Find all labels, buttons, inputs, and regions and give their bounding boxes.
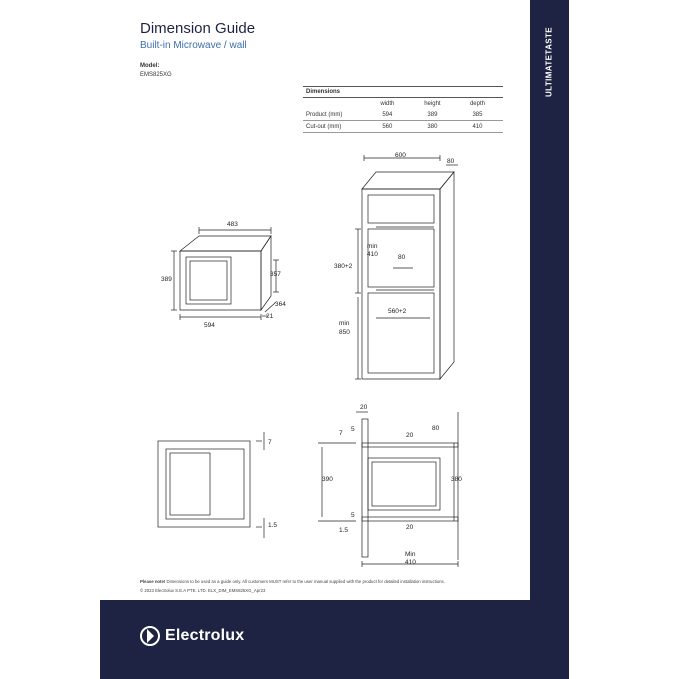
cell-height: 389 (427, 111, 438, 118)
dimensions-heading: Dimensions (303, 86, 503, 98)
cell-width: 594 (382, 111, 393, 118)
page (100, 0, 569, 679)
footer-band (100, 600, 569, 679)
dim-label: 364 (275, 301, 286, 308)
dim-label: 594 (204, 322, 215, 329)
dim-label: 560+2 (388, 308, 407, 315)
dim-label: 80 (398, 254, 406, 261)
dim-label: min (339, 320, 350, 327)
dim-label: 21 (266, 313, 274, 320)
table-row: Cut-out (mm) 560 380 410 (303, 121, 503, 133)
dim-label: 80 (432, 425, 440, 432)
dim-label: 20 (360, 404, 368, 411)
dim-label: 600 (395, 152, 406, 159)
electrolux-logo-icon (140, 626, 160, 646)
dim-label: 390 (322, 476, 333, 483)
cabinet-drawing (355, 155, 458, 380)
dim-label: 7 (268, 439, 272, 446)
dimensions-table: Dimensions width height depth Product (m… (303, 86, 503, 133)
table-col-width: width (380, 100, 395, 107)
dim-label: 410 (367, 251, 378, 258)
table-row: Product (mm) 594 389 385 (303, 109, 503, 121)
dim-label: 483 (227, 221, 238, 228)
disclaimer-note: Please note! Dimensions to be used as a … (140, 579, 445, 584)
dim-label: 5 (351, 512, 355, 519)
table-col-height: height (424, 100, 441, 107)
cell-depth: 410 (472, 123, 483, 130)
dim-label: 5 (351, 426, 355, 433)
brand-name: Electrolux (165, 627, 245, 644)
model-label: Model: (140, 63, 160, 69)
dim-label: 20 (406, 524, 414, 531)
electrolux-logo: Electrolux (140, 625, 244, 647)
dim-label: 389 (161, 276, 172, 283)
brand-sidebar (530, 0, 569, 600)
front-flat-drawing (157, 432, 265, 538)
table-header-row: width height depth (303, 98, 503, 109)
dim-label: 850 (339, 329, 350, 336)
dim-label: 1.5 (339, 527, 349, 534)
cell-width: 560 (382, 123, 393, 130)
note-text: Dimensions to be used as a guide only. A… (166, 579, 445, 584)
dim-label: 380+2 (334, 263, 353, 270)
cell-depth: 385 (472, 111, 483, 118)
dim-label: 80 (447, 158, 455, 165)
row-label: Product (mm) (306, 111, 343, 118)
dim-label: min (367, 243, 378, 250)
row-label: Cut-out (mm) (306, 123, 342, 130)
dim-label: 20 (406, 432, 414, 439)
copyright-text: © 2023 Electrolux S.E.A PTE. LTD. ELX_DI… (140, 588, 266, 593)
dim-label: Min (405, 551, 416, 558)
dim-label: 380 (451, 476, 462, 483)
page-subtitle: Built-in Microwave / wall (140, 40, 247, 51)
model-value: EMS825XG (140, 72, 172, 78)
dim-label: 7 (339, 430, 343, 437)
please-note-label: Please note! (140, 579, 166, 584)
page-title: Dimension Guide (140, 20, 256, 37)
cell-height: 380 (427, 123, 438, 130)
table-col-depth: depth (469, 100, 485, 107)
dim-label: 410 (405, 559, 416, 566)
dim-label: 357 (270, 271, 281, 278)
microwave-iso-drawing (171, 227, 279, 320)
side-section-drawing (318, 411, 459, 567)
dim-label: 1.5 (268, 522, 278, 529)
